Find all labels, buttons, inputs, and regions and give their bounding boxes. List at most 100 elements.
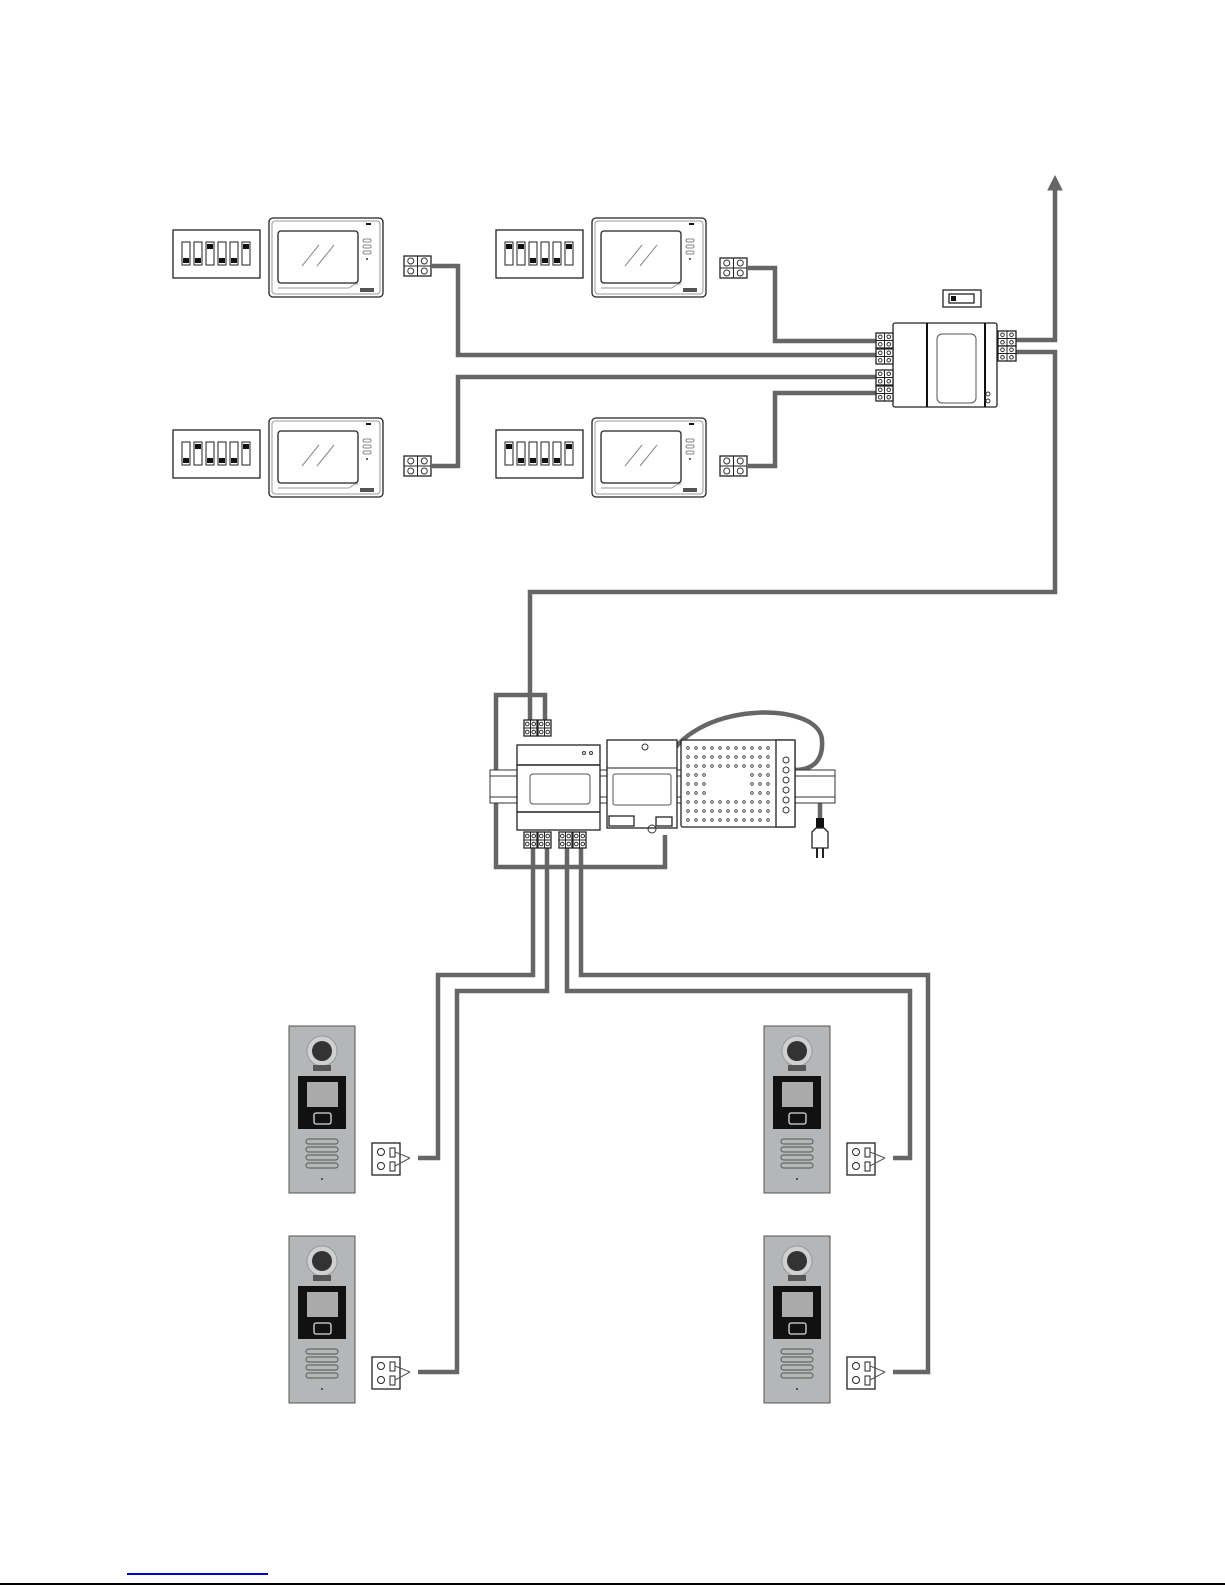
vent-hole (702, 773, 706, 777)
screw-icon (886, 378, 892, 384)
monitor-terminal (719, 257, 748, 279)
vent-hole (686, 818, 690, 822)
wire-door-2 (564, 848, 913, 1161)
distributor (875, 289, 1017, 408)
wire-fork (394, 1365, 411, 1381)
screw-icon (886, 334, 892, 340)
wire-fork (869, 1151, 886, 1167)
monitor-terminal (403, 255, 432, 277)
keypad-row (305, 1138, 339, 1145)
vent-hole (742, 818, 746, 822)
terminal-body (371, 1142, 401, 1176)
screw-icon (573, 841, 579, 847)
monitor-bezel (271, 220, 381, 295)
terminal-slot (864, 1375, 871, 1386)
distributor-switch (942, 289, 982, 308)
vent-hole (758, 791, 762, 795)
dip-switch-off (554, 458, 560, 463)
vent-hole (686, 809, 690, 813)
power-module-terminal (608, 815, 635, 827)
screen-glare (316, 244, 335, 267)
vent-hole (766, 782, 770, 786)
indoor-monitor (591, 217, 707, 298)
vent-hole (718, 764, 722, 768)
vent-hole (686, 782, 690, 786)
distributor-body (892, 322, 998, 408)
screw-icon (886, 350, 892, 356)
vent-hole (694, 818, 698, 822)
dip-switch-off (219, 258, 225, 263)
monitors (172, 217, 748, 498)
dip-switch-slot (528, 241, 538, 266)
terminal-slot (864, 1161, 871, 1172)
screw-icon (1009, 332, 1014, 338)
vent-hole (750, 764, 754, 768)
link-underline[interactable] (127, 1573, 268, 1575)
monitor-button (362, 444, 372, 449)
vent-hole (710, 818, 714, 822)
vent-hole (750, 809, 754, 813)
indoor-monitor (268, 217, 384, 298)
dip-switch-slot (229, 441, 239, 466)
door-terminal-block (846, 1356, 886, 1390)
vent-hole (702, 818, 706, 822)
wire-door-3 (418, 848, 550, 1375)
vent-hole (758, 755, 762, 759)
vent-hole (750, 818, 754, 822)
power-plug-icon (811, 818, 829, 858)
screw-icon (1000, 332, 1005, 338)
screw-icon (545, 729, 551, 735)
led-icon (582, 751, 586, 755)
screen-glare (301, 444, 320, 467)
speaker-grille (683, 288, 697, 292)
dip-switch-slot (241, 441, 251, 466)
distributor-input-terminal (875, 332, 894, 349)
vent-hole (718, 818, 722, 822)
controller-body (516, 744, 601, 831)
screen-glare (639, 244, 658, 267)
monitor-bezel (594, 220, 704, 295)
vent-hole (686, 800, 690, 804)
dip-switch-off (530, 458, 536, 463)
screw-icon (1000, 339, 1005, 345)
screw-icon (531, 833, 537, 839)
distributor-input-terminal (875, 348, 894, 365)
screw-icon (1000, 347, 1005, 353)
vent-hole (758, 818, 762, 822)
vent-hole (734, 764, 738, 768)
vent-hole (694, 764, 698, 768)
screw-icon (641, 743, 649, 751)
display-screen (307, 1292, 338, 1317)
monitor-button (685, 444, 695, 449)
speaker-grille (313, 1275, 331, 1281)
controller-bottom-terminal (537, 831, 552, 849)
psu-screw-icon (782, 766, 790, 774)
dip-switch-off (183, 258, 189, 263)
dip-switch-slot (193, 441, 203, 466)
vent-hole (766, 791, 770, 795)
frame-detail (278, 483, 358, 489)
page-divider (0, 1583, 1225, 1585)
dip-switch-off (207, 458, 213, 463)
dip-switch-slot (516, 241, 526, 266)
frame-detail (601, 283, 681, 289)
dip-switch-on (243, 444, 249, 449)
led-indicator (689, 223, 694, 225)
camera-icon (312, 1251, 332, 1271)
monitor-terminal (403, 455, 432, 477)
vent-hole (686, 746, 690, 750)
display-screen (782, 1082, 813, 1107)
screw-icon (538, 833, 544, 839)
vent-hole (742, 764, 746, 768)
monitor-button (362, 238, 372, 243)
mic-icon (796, 1388, 798, 1390)
vent-hole (742, 746, 746, 750)
screen-glare (624, 244, 643, 267)
keypad-row (780, 1348, 814, 1355)
door-terminal-block (371, 1356, 411, 1390)
wire-monitor-4 (748, 390, 876, 469)
screw-icon (531, 841, 537, 847)
screw-icon (723, 457, 731, 465)
screw-icon (420, 467, 428, 475)
